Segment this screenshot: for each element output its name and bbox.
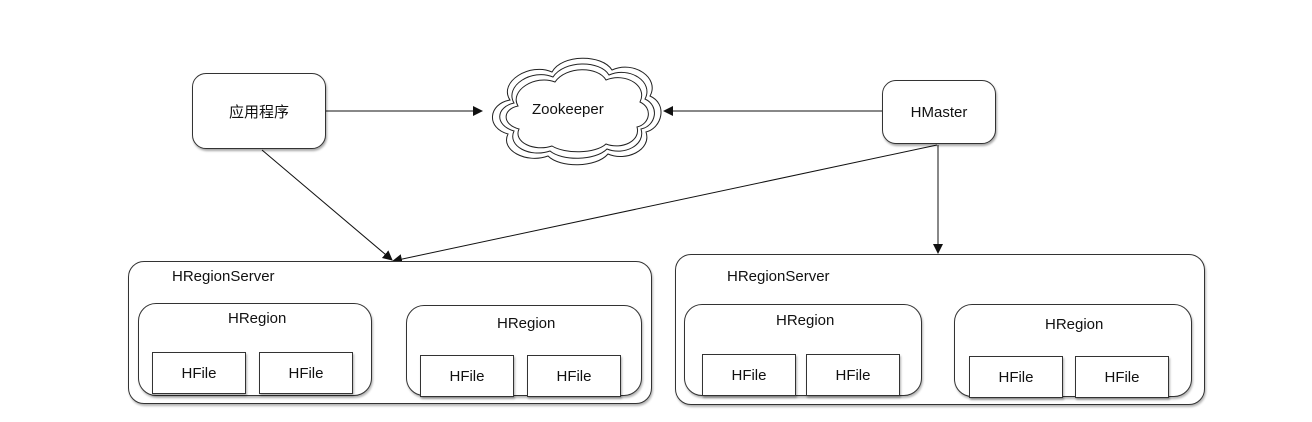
hfile-label: HFile — [181, 364, 217, 382]
arrow-app-to-server1 — [261, 149, 393, 261]
zookeeper-cloud-shape — [492, 57, 662, 166]
hmaster-node: HMaster — [882, 80, 996, 144]
hregionserver-1-label: HRegionServer — [172, 268, 275, 285]
arrow-hmaster-to-server1 — [392, 144, 938, 265]
app-node: 应用程序 — [192, 73, 326, 149]
hregion-1-2-label: HRegion — [497, 315, 556, 332]
hfile-label: HFile — [731, 366, 767, 384]
hfile-label: HFile — [1104, 368, 1140, 386]
hfile-1-2-1: HFile — [420, 355, 514, 397]
app-node-label: 应用程序 — [228, 103, 289, 121]
hfile-label: HFile — [835, 366, 871, 384]
hfile-1-1-2: HFile — [259, 352, 353, 394]
hfile-2-1-2: HFile — [806, 354, 900, 396]
hfile-label: HFile — [998, 368, 1034, 386]
hfile-label: HFile — [449, 367, 485, 385]
hfile-2-2-1: HFile — [969, 356, 1063, 398]
hfile-1-2-2: HFile — [527, 355, 621, 397]
hregion-2-2-label: HRegion — [1045, 316, 1104, 333]
hfile-label: HFile — [288, 364, 324, 382]
hregion-2-1-label: HRegion — [776, 312, 835, 329]
hfile-label: HFile — [556, 367, 592, 385]
zookeeper-label: Zookeeper — [532, 101, 604, 118]
hfile-2-2-2: HFile — [1075, 356, 1169, 398]
hfile-1-1-1: HFile — [152, 352, 246, 394]
hfile-2-1-1: HFile — [702, 354, 796, 396]
hregionserver-2-label: HRegionServer — [727, 268, 830, 285]
hmaster-node-label: HMaster — [910, 103, 968, 121]
hregion-1-1-label: HRegion — [228, 310, 287, 327]
